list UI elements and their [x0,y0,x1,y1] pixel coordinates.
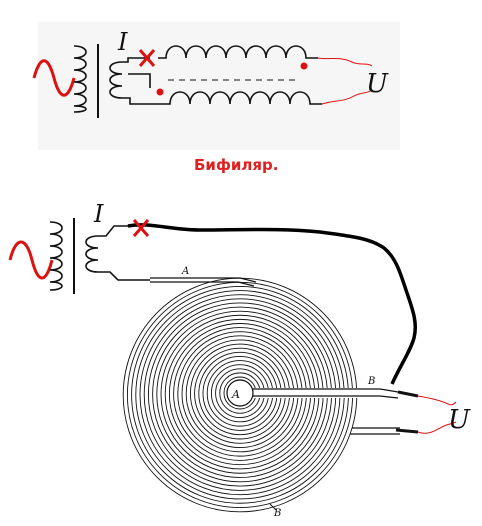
lead-wire-lower [122,97,160,105]
cross-mark-icon [132,219,150,237]
lead-wire-upper [122,57,150,63]
top-panel-background [38,22,400,150]
output-lead-lower [321,89,373,105]
coil-end-b-bottom-tick [269,503,277,511]
center-lead-lower [252,395,399,399]
diagram-caption: Бифиляр. [194,156,278,174]
output-lead-upper [417,395,457,406]
coil-end-b-bottom-label: B [273,508,281,519]
transformer-secondary-coil [85,235,99,273]
transformer-secondary-coil [109,61,123,99]
current-label: I [117,28,128,56]
center-lead-upper [252,388,399,393]
terminal-b-upper [397,390,419,398]
secondary-lead-upper [98,225,130,237]
output-lead-upper [317,57,373,67]
cross-mark-icon [138,49,156,67]
lead-wire-inner [128,73,151,88]
bifilar-spiral-coil [122,277,362,513]
transformer-primary-coil [73,45,87,113]
coil-end-b-label: B [367,376,375,387]
spiral-center-hub [226,379,254,407]
lower-winding [160,91,322,105]
current-label: I [93,200,104,228]
terminal-b-lower [395,428,419,434]
output-lead-lower [417,421,457,434]
top-diagram: I U [32,22,400,150]
bottom-diagram: I U A A B B [8,200,471,519]
connection-dot-right [300,62,308,70]
transformer-primary-coil [49,221,63,291]
upper-winding [158,45,318,59]
lead-channel-center [252,388,362,398]
sine-wave-icon [32,59,76,97]
coil-end-a-label: A [181,266,189,277]
spiral-center-label: A [231,388,240,401]
voltage-label: U [448,405,471,435]
voltage-label: U [366,69,389,99]
jumper-wire [127,223,418,385]
sine-wave-icon [8,240,54,280]
connection-dot-left [156,88,164,96]
secondary-lead-lower [98,271,150,281]
